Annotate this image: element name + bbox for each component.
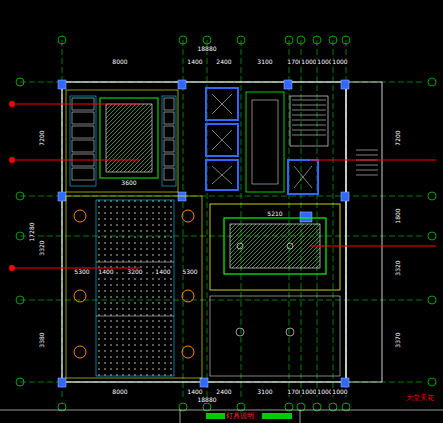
dimension-text: 1000 bbox=[300, 389, 317, 395]
stroke bbox=[292, 115, 326, 116]
stroke bbox=[58, 36, 66, 44]
dimension-text: 1400 bbox=[97, 269, 114, 275]
dimension-text: 3380 bbox=[39, 331, 45, 348]
dimension-text: 3100 bbox=[256, 59, 273, 65]
stroke bbox=[285, 36, 293, 44]
dimension-text: 8000 bbox=[111, 389, 128, 395]
stroke bbox=[164, 126, 174, 138]
stroke bbox=[72, 168, 94, 180]
dimension-text: 18880 bbox=[196, 46, 217, 52]
stroke bbox=[292, 125, 326, 126]
dimension-text: 5210 bbox=[266, 211, 283, 217]
stroke bbox=[16, 296, 24, 304]
stroke bbox=[164, 98, 174, 110]
stroke bbox=[428, 78, 436, 86]
dimension-text: 17280 bbox=[29, 221, 35, 242]
stroke bbox=[164, 168, 174, 180]
dimension-text: 2400 bbox=[215, 389, 232, 395]
stroke bbox=[297, 36, 305, 44]
dimension-text: 3320 bbox=[39, 239, 45, 256]
dimension-text: 3600 bbox=[120, 180, 137, 186]
stroke bbox=[333, 40, 334, 400]
stroke bbox=[20, 300, 425, 301]
stroke bbox=[292, 105, 326, 106]
stroke bbox=[292, 110, 326, 111]
dimension-text: 5300 bbox=[73, 269, 90, 275]
dimension-text: 7200 bbox=[39, 129, 45, 146]
stroke bbox=[164, 140, 174, 152]
stroke bbox=[292, 100, 326, 101]
stroke bbox=[179, 36, 187, 44]
stroke bbox=[292, 135, 326, 136]
stroke bbox=[356, 150, 378, 151]
stroke bbox=[356, 155, 378, 156]
stroke bbox=[313, 36, 321, 44]
stroke bbox=[428, 296, 436, 304]
stroke bbox=[292, 130, 326, 131]
stroke bbox=[72, 126, 94, 138]
dimension-text: 3100 bbox=[256, 389, 273, 395]
stroke bbox=[289, 40, 290, 400]
dimension-text: 1000 bbox=[300, 59, 317, 65]
stroke bbox=[356, 175, 378, 176]
dimension-text: 1400 bbox=[154, 269, 171, 275]
stroke bbox=[342, 36, 350, 44]
dimension-text: 1800 bbox=[395, 207, 401, 224]
stroke bbox=[16, 78, 24, 86]
stroke bbox=[428, 378, 436, 386]
stroke bbox=[329, 36, 337, 44]
stroke bbox=[292, 120, 326, 121]
stroke bbox=[16, 192, 24, 200]
stroke bbox=[356, 165, 378, 166]
dimension-text: 7200 bbox=[395, 129, 401, 146]
dimension-text: 3200 bbox=[126, 269, 143, 275]
stroke bbox=[241, 40, 242, 400]
dimension-text: 8000 bbox=[111, 59, 128, 65]
stroke bbox=[20, 236, 425, 237]
stroke bbox=[72, 140, 94, 152]
stroke bbox=[16, 378, 24, 386]
dimension-text: 2400 bbox=[215, 59, 232, 65]
stroke bbox=[356, 170, 378, 171]
dimension-text: 3370 bbox=[395, 331, 401, 348]
dimension-text: 3320 bbox=[395, 259, 401, 276]
stroke bbox=[72, 112, 94, 124]
stroke bbox=[428, 192, 436, 200]
dimension-text: 1000 bbox=[331, 59, 348, 65]
stroke bbox=[203, 36, 211, 44]
dimension-text: 1400 bbox=[186, 59, 203, 65]
stroke bbox=[164, 112, 174, 124]
dimension-text: 18880 bbox=[196, 397, 217, 403]
stroke bbox=[317, 40, 318, 400]
drawing-note: 灯具说明 bbox=[225, 413, 255, 420]
drawing-note: 大堂天花 bbox=[405, 395, 435, 402]
stroke bbox=[16, 232, 24, 240]
stroke bbox=[164, 154, 174, 166]
stroke bbox=[237, 36, 245, 44]
dimension-text: 1400 bbox=[186, 389, 203, 395]
dimension-text: 1000 bbox=[331, 389, 348, 395]
dimension-text: 5300 bbox=[181, 269, 198, 275]
stroke bbox=[428, 232, 436, 240]
